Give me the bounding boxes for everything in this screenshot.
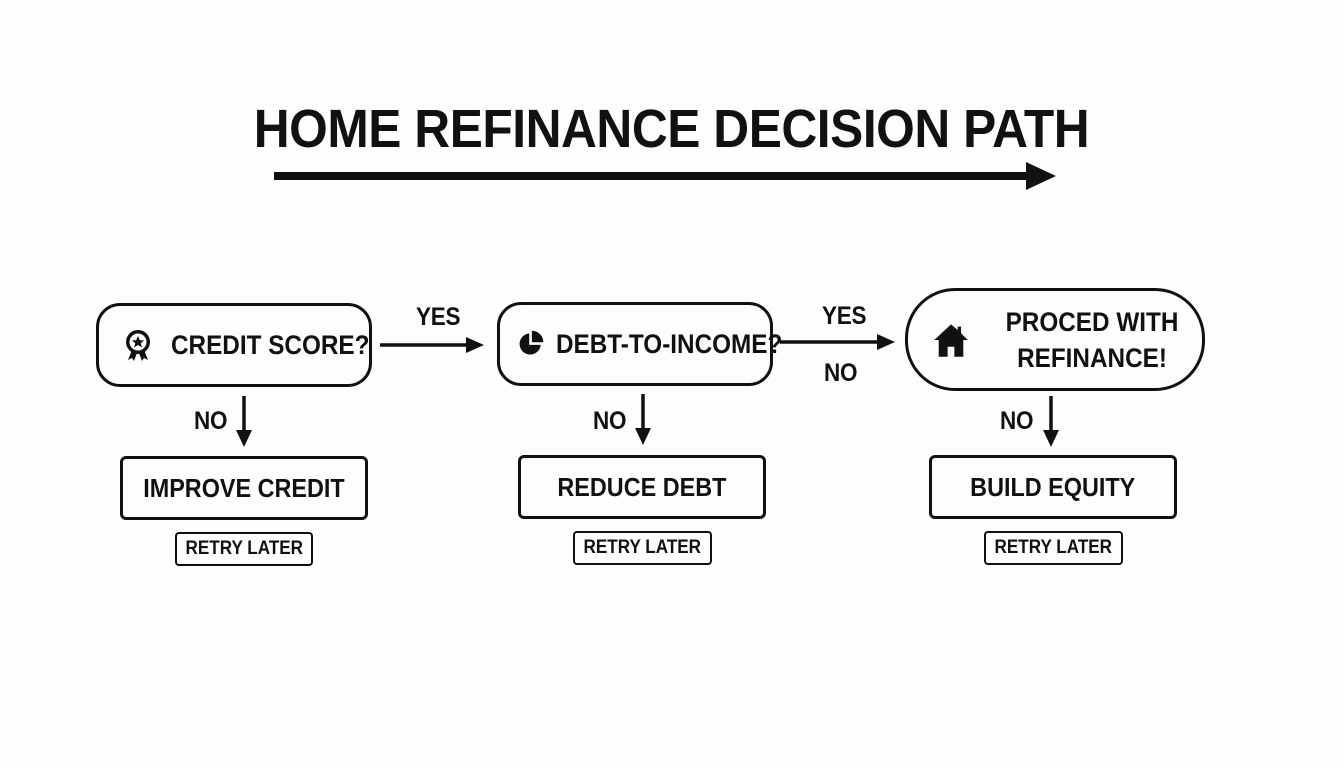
retry-later-equity-label: RETRY LATER (994, 537, 1113, 558)
node-proceed-label: PROCED WITH REFINANCE! (996, 304, 1188, 376)
edge-label-credit-yes: YES (416, 303, 461, 331)
node-proceed-label-line1: PROCED WITH (1005, 306, 1179, 337)
arrow-dti-down (635, 394, 651, 445)
diagram-title: HOME REFINANCE DECISION PATH (253, 99, 1090, 159)
award-ribbon-icon (126, 330, 150, 361)
house-icon (934, 323, 968, 357)
arrow-credit-down (236, 396, 252, 447)
node-debt-to-income-label: DEBT-TO-INCOME? (556, 328, 783, 359)
retry-later-credit: RETRY LATER (175, 532, 313, 566)
action-improve-credit: IMPROVE CREDIT (120, 456, 368, 520)
action-build-equity-label: BUILD EQUITY (970, 471, 1136, 502)
edge-label-dti-yes: YES (822, 302, 867, 330)
retry-later-credit-label: RETRY LATER (185, 538, 303, 559)
edge-label-proceed-no: NO (1000, 407, 1034, 435)
node-debt-to-income: DEBT-TO-INCOME? (497, 302, 782, 386)
node-credit-score: CREDIT SCORE? (96, 303, 372, 387)
arrow-dti-to-proceed (780, 334, 895, 350)
action-improve-credit-label: IMPROVE CREDIT (143, 472, 345, 503)
edge-label-dti-no: NO (593, 407, 627, 435)
arrow-credit-to-dti (380, 337, 484, 353)
pie-chart-icon (519, 330, 544, 355)
node-proceed-label-line2: REFINANCE! (1017, 342, 1167, 373)
edge-label-credit-no: NO (194, 407, 228, 435)
retry-later-dti: RETRY LATER (573, 531, 712, 565)
title-arrow (274, 162, 1056, 190)
action-build-equity: BUILD EQUITY (929, 455, 1177, 519)
retry-later-equity: RETRY LATER (984, 531, 1123, 565)
retry-later-dti-label: RETRY LATER (583, 537, 702, 558)
action-reduce-debt-label: REDUCE DEBT (557, 471, 727, 502)
node-proceed-refinance: PROCED WITH REFINANCE! (905, 288, 1205, 391)
arrow-proceed-down (1043, 396, 1059, 447)
edge-label-dti-no-side: NO (824, 359, 858, 387)
action-reduce-debt: REDUCE DEBT (518, 455, 766, 519)
node-credit-score-label: CREDIT SCORE? (171, 329, 370, 360)
